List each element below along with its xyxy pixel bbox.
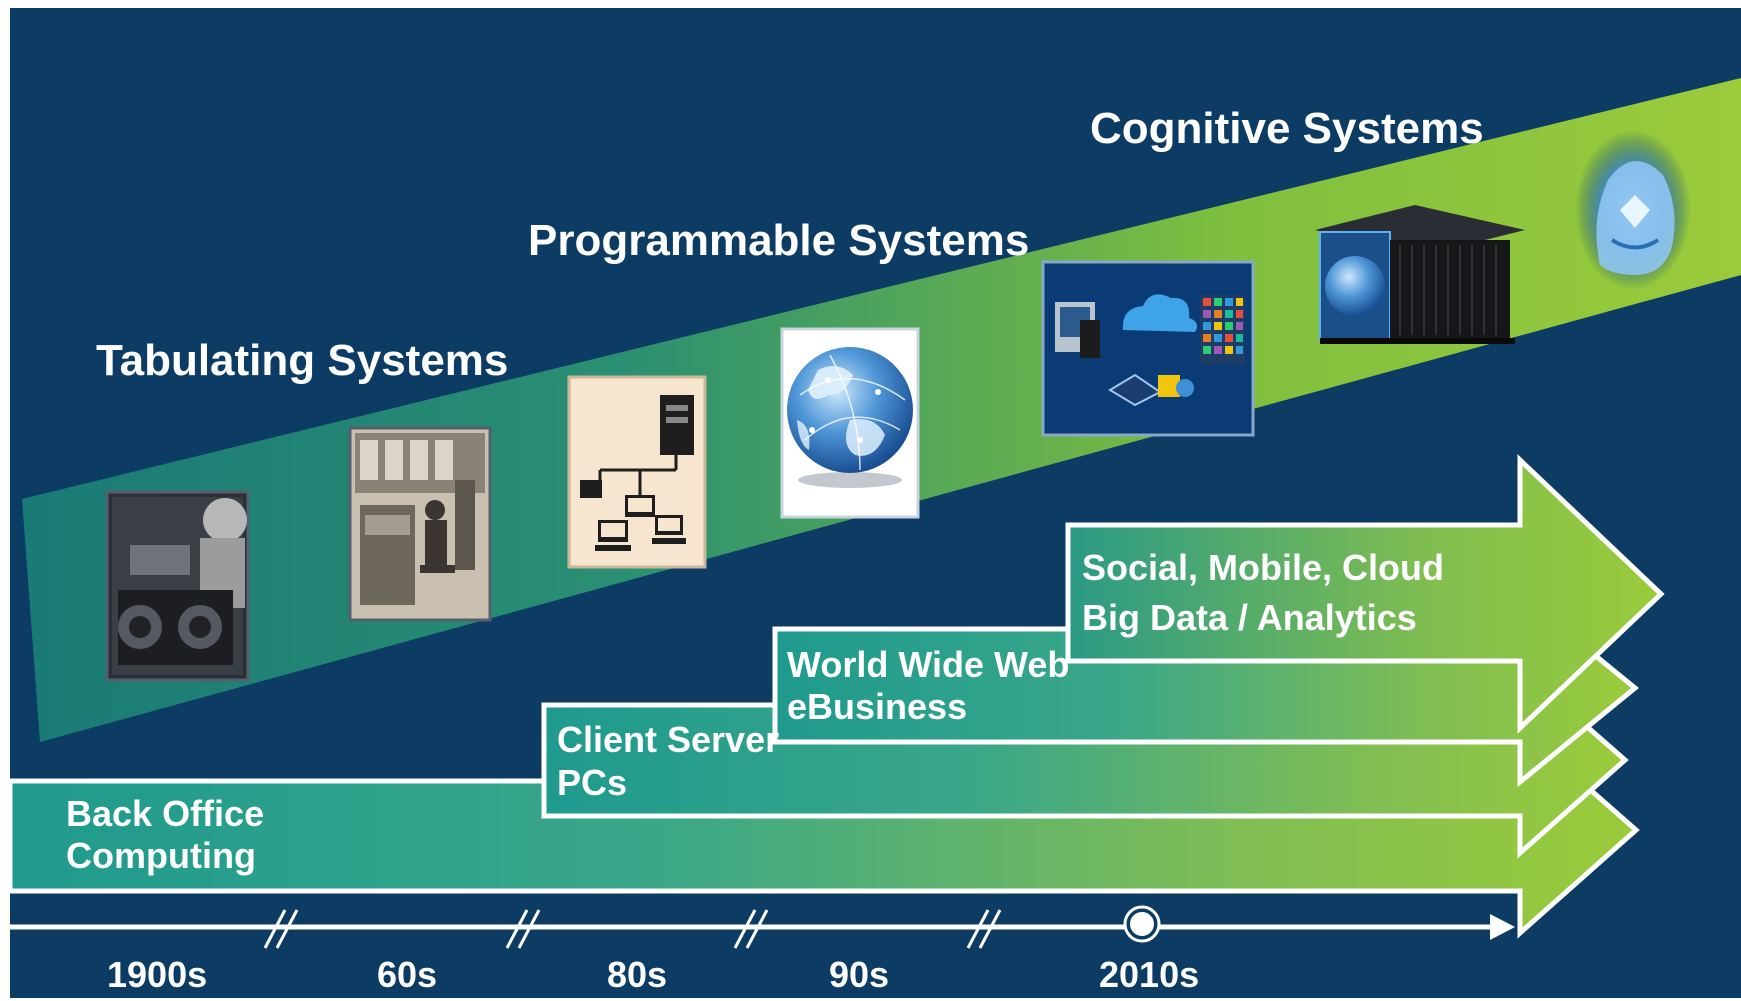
timeline-label-90s: 90s: [829, 954, 889, 995]
timeline-label-1900s: 1900s: [107, 954, 207, 995]
timeline-break-2: [505, 909, 541, 949]
punch-card-operator-photo: [348, 426, 492, 622]
cognitive-ai-head-icon: [1575, 130, 1691, 290]
ibm-power7-server-icon: [1315, 205, 1525, 344]
timeline-arrowhead: [1490, 914, 1515, 940]
era-title-cognitive: Cognitive Systems: [1090, 104, 1484, 153]
wave-label-client-server-1: Client Server: [557, 719, 779, 760]
timeline-break-4: [966, 909, 1002, 949]
wave-label-client-server-2: PCs: [557, 762, 627, 803]
timeline-label-60s: 60s: [377, 954, 437, 995]
timeline-break-3: [733, 909, 769, 949]
globe-icon: [780, 327, 920, 519]
wave-label-web-2: eBusiness: [787, 686, 967, 727]
wave-label-social-1: Social, Mobile, Cloud: [1082, 547, 1444, 588]
client-server-network-diagram: [567, 375, 707, 569]
app-tile-grid: [1200, 295, 1245, 365]
wave-label-web-1: World Wide Web: [787, 644, 1069, 685]
timeline-current-marker-ring: [1123, 905, 1161, 943]
cloud-mobile-apps-collage: [1041, 260, 1255, 437]
wave-arrow-social-mobile: [1065, 454, 1665, 734]
era-title-programmable: Programmable Systems: [528, 216, 1029, 265]
timeline-label-2010s: 2010s: [1099, 954, 1199, 995]
wave-label-back-office-2: Computing: [66, 835, 256, 876]
era-title-tabulating: Tabulating Systems: [96, 336, 508, 385]
timeline-current-marker: [1126, 908, 1158, 940]
tabulating-machine-photo: [105, 490, 250, 682]
timeline-label-80s: 80s: [607, 954, 667, 995]
wave-label-back-office-1: Back Office: [66, 793, 264, 834]
timeline-break-1: [263, 909, 299, 949]
wave-label-social-2: Big Data / Analytics: [1082, 597, 1417, 638]
